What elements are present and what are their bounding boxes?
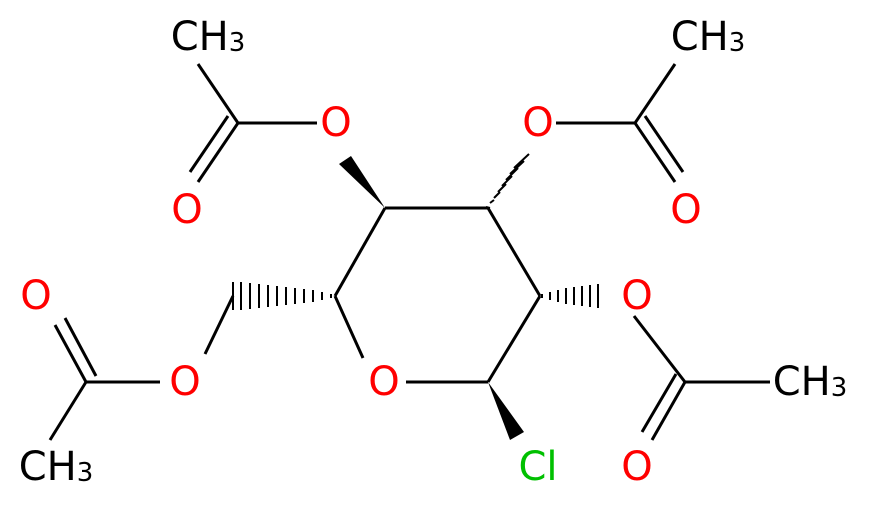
ester-oxygen-top-right: O: [522, 100, 553, 146]
stereo-bonds: [232, 153, 599, 440]
acetyl-top-left: [188, 63, 317, 183]
methyl-label-right: CH3: [773, 359, 848, 405]
bond-c5-c4: [333, 207, 387, 297]
atom-labels: O O O O O O O O O Cl CH3 CH3 CH3 CH3: [19, 14, 848, 490]
bond-c3-c2: [486, 207, 542, 297]
carbonyl-oxygen-left: O: [20, 273, 51, 319]
wedge-bond-c1-cl: [488, 382, 524, 440]
wedge-bond-c4-o: [339, 156, 385, 208]
pyranose-ring: [333, 206, 542, 384]
bond-c2-c1: [486, 295, 542, 383]
chlorine-label: Cl: [518, 444, 557, 490]
hash-bond-c2-o: [541, 284, 599, 308]
hash-bond-c5-c6: [232, 282, 332, 310]
acetyl-right: [632, 315, 770, 441]
methyl-label-top-left: CH3: [171, 14, 246, 60]
carbonyl-oxygen-bottom-right: O: [621, 444, 652, 490]
acetyl-top-right: [556, 63, 685, 183]
ester-oxygen-bottom-left: O: [169, 359, 200, 405]
bond-ring-o-c5: [333, 295, 365, 359]
ester-oxygen-right: O: [621, 273, 652, 319]
hash-bond-c3-o: [485, 153, 530, 209]
methyl-label-bottom-left: CH3: [19, 444, 94, 490]
carbonyl-oxygen-top-right: O: [670, 187, 701, 233]
acetoxymethyl-left: [48, 295, 235, 441]
ester-oxygen-top-left: O: [320, 100, 351, 146]
methyl-label-top-right: CH3: [671, 14, 746, 60]
carbonyl-oxygen-top-left: O: [171, 187, 202, 233]
ring-oxygen-label: O: [368, 359, 399, 405]
